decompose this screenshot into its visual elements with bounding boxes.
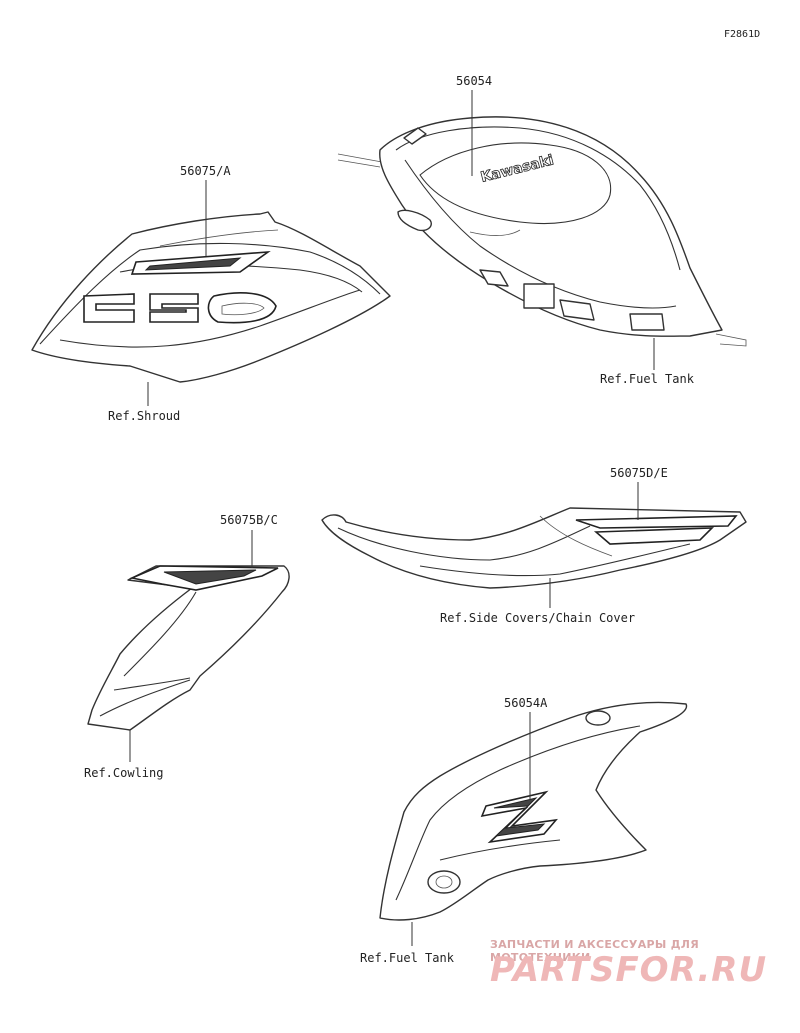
ref-side-covers: Ref.Side Covers/Chain Cover	[440, 611, 635, 625]
part-no-56054: 56054	[456, 74, 492, 88]
ref-shroud: Ref.Shroud	[108, 409, 180, 423]
part-no-56075-b-c: 56075B/C	[220, 513, 278, 527]
part-no-56075-d-e: 56075D/E	[610, 466, 668, 480]
ref-cowling: Ref.Cowling	[84, 766, 163, 780]
side-cover-drawing	[321, 507, 747, 589]
part-no-56075-a: 56075/A	[180, 164, 231, 178]
fuel-tank-drawing: Kawasaki	[337, 116, 747, 347]
watermark-tagline: ЗАПЧАСТИ И АКСЕССУАРЫ ДЛЯ МОТОТЕХНИКИ	[490, 938, 700, 964]
ref-fuel-tank-top: Ref.Fuel Tank	[600, 372, 695, 386]
figure-code: F2861D	[724, 29, 760, 40]
shroud-650-emblem: 650	[83, 292, 277, 324]
shroud-drawing: 650	[31, 211, 391, 383]
cowling-drawing	[87, 565, 290, 731]
part-no-56054a: 56054A	[504, 696, 548, 710]
z-emblem: Z	[480, 790, 558, 844]
tank-side-drawing: Z	[379, 701, 688, 921]
watermark-logo: PARTSFOR.RU	[490, 950, 768, 990]
ref-fuel-tank-bottom: Ref.Fuel Tank	[360, 951, 455, 965]
